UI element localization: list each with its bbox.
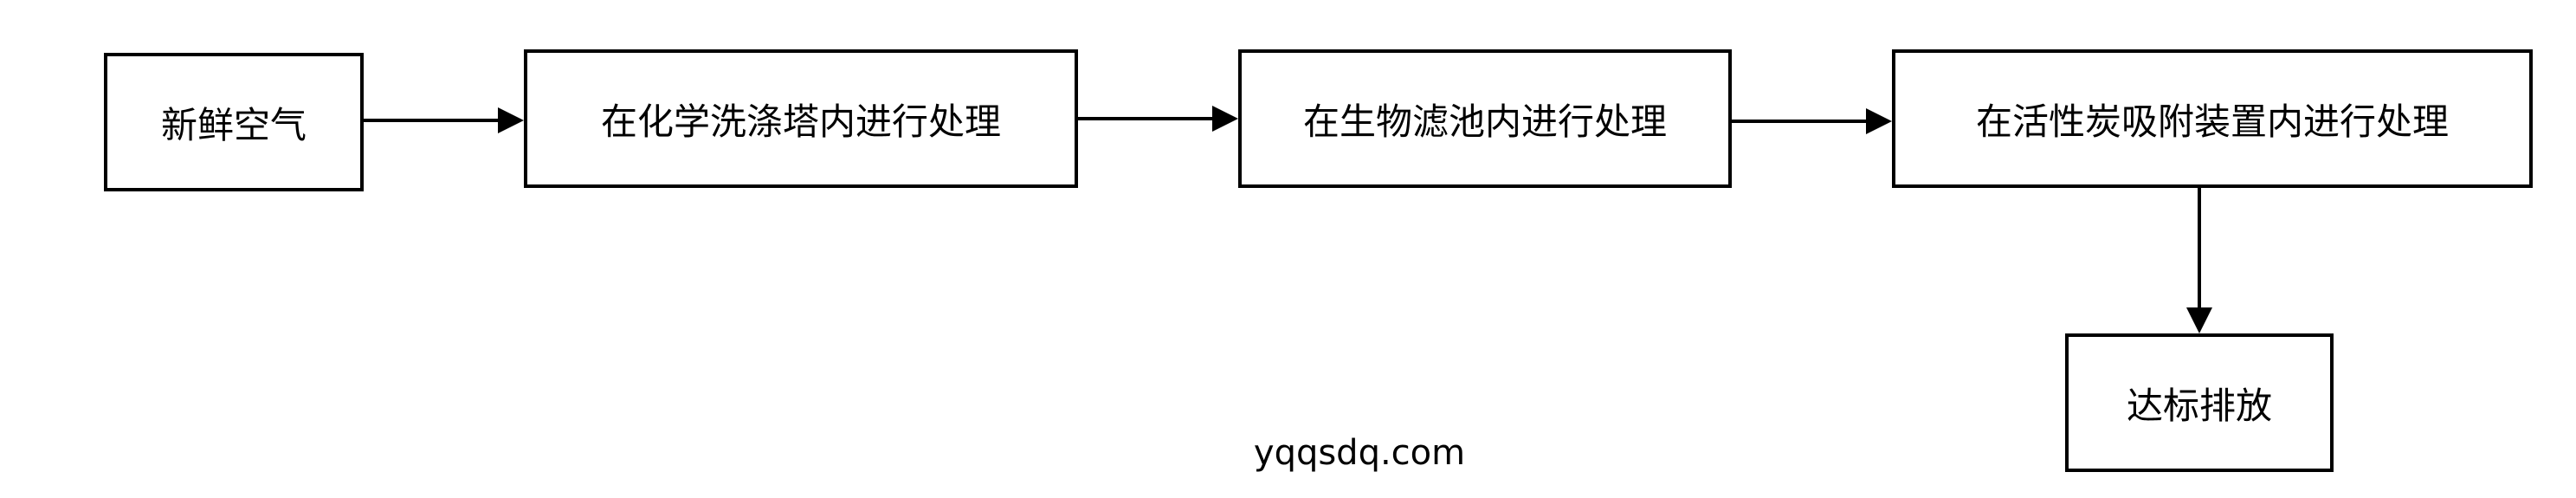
node-biofilter: 在生物滤池内进行处理	[1238, 49, 1732, 188]
node-chemical-scrubber: 在化学洗涤塔内进行处理	[524, 49, 1078, 188]
node-activated-carbon: 在活性炭吸附装置内进行处理	[1892, 49, 2533, 188]
arrow-biofilter-to-carbon	[1732, 108, 1892, 134]
node-label-biofilter: 在生物滤池内进行处理	[1302, 100, 1667, 143]
arrow-carbon-to-discharge	[2186, 188, 2212, 333]
node-discharge: 达标排放	[2065, 333, 2334, 472]
node-label-fresh-air: 新鲜空气	[160, 103, 307, 146]
node-label-discharge: 达标排放	[2126, 384, 2272, 427]
arrow-fresh-to-chemical	[364, 107, 524, 133]
node-label-chemical-scrubber: 在化学洗涤塔内进行处理	[600, 100, 1001, 143]
arrow-chemical-to-biofilter	[1078, 106, 1238, 132]
watermark-text: yqqsdq.com	[1253, 433, 1466, 473]
node-label-activated-carbon: 在活性炭吸附装置内进行处理	[1975, 100, 2449, 143]
node-fresh-air: 新鲜空气	[104, 53, 364, 191]
